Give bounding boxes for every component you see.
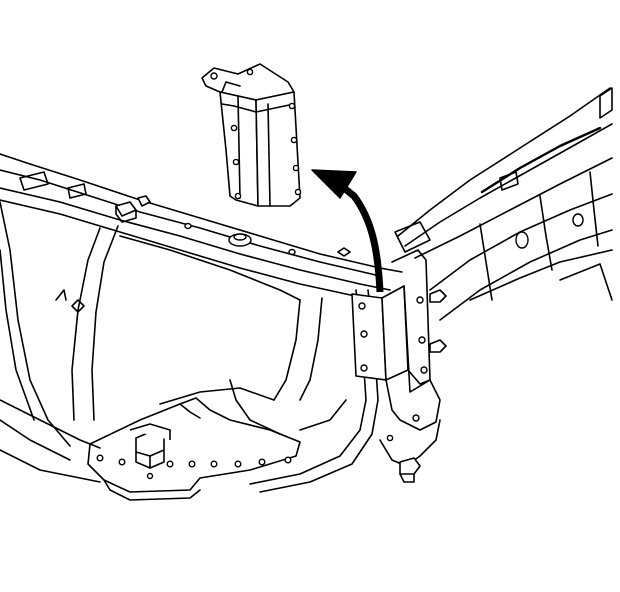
side-mounting-bracket xyxy=(351,249,447,483)
direction-arrow xyxy=(311,169,384,293)
radiator-support-frame xyxy=(0,201,379,493)
upper-tie-bar xyxy=(0,153,403,297)
lower-mounting-plate xyxy=(87,397,301,501)
bolt xyxy=(115,195,151,223)
plate-holes xyxy=(96,454,292,480)
removed-bracket xyxy=(201,63,302,207)
fender-apron xyxy=(394,87,613,321)
